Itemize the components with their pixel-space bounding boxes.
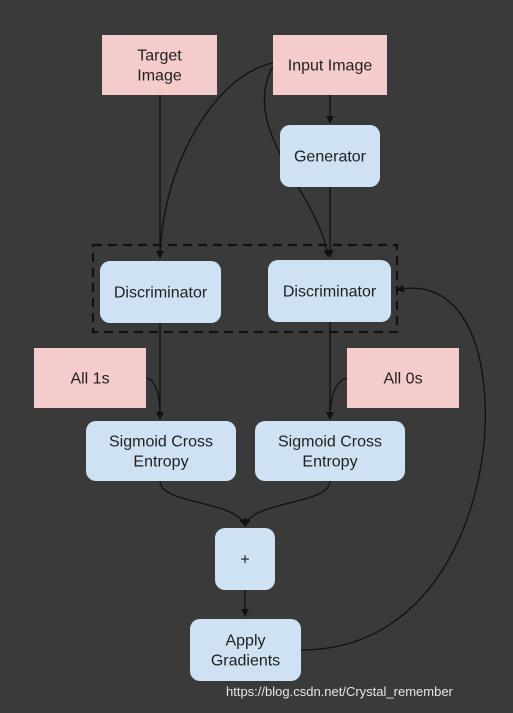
- node-label-line: Entropy: [302, 454, 357, 471]
- all-0s-node: All 0s: [347, 348, 459, 408]
- node-label-line: Generator: [294, 149, 367, 166]
- discriminator-right-label: Discriminator: [283, 284, 377, 301]
- node-label-line: Gradients: [211, 653, 280, 670]
- node-label-line: All 1s: [70, 371, 109, 388]
- watermark-url: https://blog.csdn.net/Crystal_remember: [226, 684, 453, 699]
- edges: [145, 62, 486, 651]
- all-1s-node: All 1s: [34, 348, 146, 408]
- node-label-line: Target: [137, 48, 182, 65]
- node-label-line: Sigmoid Cross: [278, 434, 382, 451]
- discriminator-group-box: [91, 243, 399, 334]
- node-label-line: Entropy: [133, 454, 188, 471]
- all-0s-label: All 0s: [383, 371, 422, 388]
- node-label-line: All 0s: [383, 371, 422, 388]
- discriminator-right-node: Discriminator: [268, 260, 391, 322]
- discriminator-left-label: Discriminator: [114, 285, 208, 302]
- node-label-line: Discriminator: [283, 284, 377, 301]
- node-label-line: Discriminator: [114, 285, 208, 302]
- all-1s-label: All 1s: [70, 371, 109, 388]
- input-image-node: Input Image: [273, 35, 387, 95]
- plus-node: +: [215, 528, 275, 590]
- edge-all1s-to-sigmoid-left: [145, 377, 164, 420]
- discriminator-left-node: Discriminator: [100, 261, 221, 323]
- node-label-line: Sigmoid Cross: [109, 434, 213, 451]
- edge-apply-gradients-to-disc-right: [300, 284, 486, 651]
- generator-node: Generator: [280, 125, 380, 187]
- plus-label: +: [240, 552, 249, 569]
- node-label-line: Input Image: [288, 58, 373, 75]
- edge-sigmoid-left-to-plus: [159, 480, 247, 527]
- generator-label: Generator: [294, 149, 367, 166]
- node-label-line: +: [240, 552, 249, 569]
- node-label-line: Apply: [225, 633, 265, 650]
- node-label-line: Image: [137, 68, 182, 85]
- input-image-label: Input Image: [288, 58, 373, 75]
- edge-sigmoid-right-to-plus: [243, 480, 331, 527]
- edge-input-to-disc-left: [156, 62, 274, 259]
- edge-all0s-to-sigmoid-right: [326, 377, 348, 420]
